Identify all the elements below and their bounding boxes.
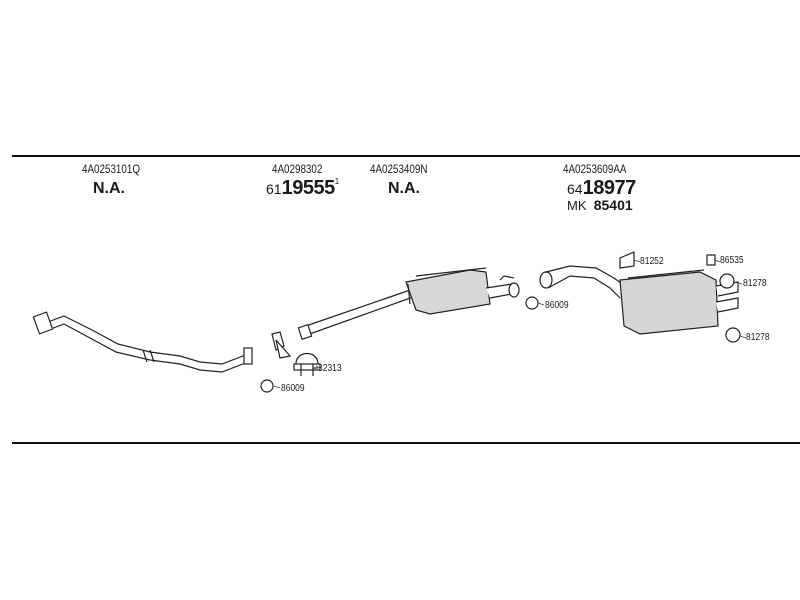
ref-prefix: 61 bbox=[266, 181, 282, 197]
part-number-front-pipe: 4A0253101Q bbox=[82, 162, 141, 176]
reference-rear-silencer: 6418977 bbox=[567, 178, 636, 198]
front-pipe bbox=[32, 311, 253, 373]
rear-silencer bbox=[539, 265, 739, 335]
mk-value: 85401 bbox=[593, 197, 633, 213]
mk-label: MK bbox=[567, 198, 587, 213]
top-rule bbox=[12, 155, 800, 157]
gasket-ring-mid bbox=[525, 296, 539, 310]
ref-superscript: 1 bbox=[334, 177, 340, 186]
leader-lines bbox=[273, 259, 747, 389]
callout-bracket: 86535 bbox=[720, 255, 744, 266]
ring-81278-top bbox=[719, 273, 735, 289]
rear-hardware bbox=[619, 251, 741, 343]
ref-main: 19555 bbox=[281, 177, 336, 199]
callout-ring-right-top: 81278 bbox=[743, 278, 767, 289]
callout-ring-mid: 86009 bbox=[545, 300, 569, 311]
mounting-kit-parts bbox=[260, 331, 321, 393]
callout-hanger-top: 81252 bbox=[640, 256, 664, 267]
callout-ring-right-bottom: 81278 bbox=[746, 332, 770, 343]
status-middle-silencer: N.A. bbox=[388, 180, 420, 197]
bottom-rule bbox=[12, 442, 800, 444]
ref-prefix: 64 bbox=[567, 181, 583, 197]
callout-ring-left: 86009 bbox=[281, 383, 305, 394]
part-number-mounting-kit: 4A0298302 bbox=[272, 162, 323, 176]
mounting-kit-reference: MK 85401 bbox=[567, 198, 633, 212]
part-number-middle-silencer: 4A0253409N bbox=[370, 162, 428, 176]
middle-silencer bbox=[297, 267, 520, 341]
ref-main: 18977 bbox=[582, 177, 637, 199]
hanger-81252 bbox=[619, 251, 635, 269]
callout-clamp: 82313 bbox=[318, 363, 342, 374]
reference-mounting-kit: 61195551 bbox=[266, 177, 340, 199]
bracket-86535 bbox=[706, 254, 716, 266]
ring-81278-bottom bbox=[725, 327, 741, 343]
part-number-rear-silencer: 4A0253609AA bbox=[563, 162, 627, 176]
status-front-pipe: N.A. bbox=[93, 180, 125, 197]
